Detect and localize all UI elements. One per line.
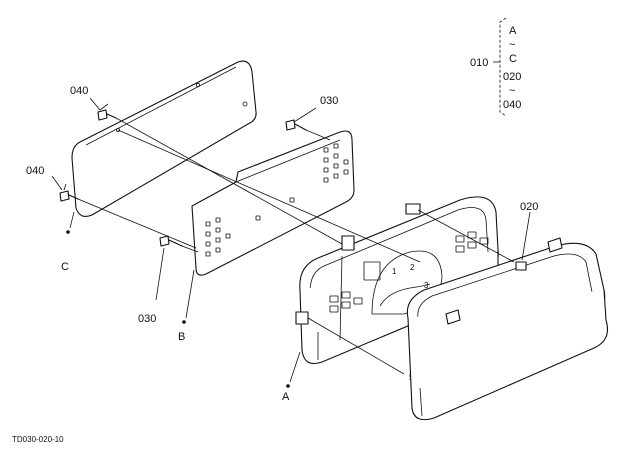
meter-housing: 1 2 3 <box>295 196 499 365</box>
alignment-lines <box>63 103 515 375</box>
ref-dot-b <box>182 320 186 324</box>
front-panel-lens <box>406 237 609 421</box>
screw-030-bottom <box>159 235 183 247</box>
range-legend: 010 A ~ C 020 ~ 040 <box>470 17 521 117</box>
board-components <box>205 143 349 257</box>
drawing-id: TD030-020-10 <box>12 435 64 444</box>
label-ref-c: C <box>61 261 69 273</box>
label-ref-a: A <box>282 391 290 403</box>
back-cover-plate <box>71 60 257 217</box>
screw-040-top <box>97 109 117 121</box>
label-010: 010 <box>470 57 488 69</box>
screw-040-left <box>59 190 79 202</box>
label-040-top: 040 <box>70 85 88 97</box>
gauge-tick-2: 2 <box>410 263 415 272</box>
warning-lamp-windows <box>329 231 489 313</box>
legend-range-end: C <box>509 53 517 65</box>
legend-range2-end: 040 <box>503 99 521 111</box>
label-020: 020 <box>520 201 538 213</box>
gauge-tick-3: 3 <box>424 281 429 290</box>
legend-tilde-2: ~ <box>509 85 515 97</box>
ref-dot-c <box>66 230 70 234</box>
label-ref-b: B <box>178 331 185 343</box>
ref-dot-a <box>286 384 290 388</box>
label-030-top: 030 <box>320 95 338 107</box>
gauge-tick-1: 1 <box>392 267 397 276</box>
legend-range-start: A <box>509 25 517 37</box>
circuit-board <box>191 130 355 276</box>
legend-tilde-1: ~ <box>509 39 515 51</box>
label-040-left: 040 <box>26 165 44 177</box>
legend-range2-start: 020 <box>503 71 521 83</box>
screw-030-top <box>285 119 307 131</box>
label-leaders <box>51 97 531 383</box>
label-030-bottom: 030 <box>138 313 156 325</box>
